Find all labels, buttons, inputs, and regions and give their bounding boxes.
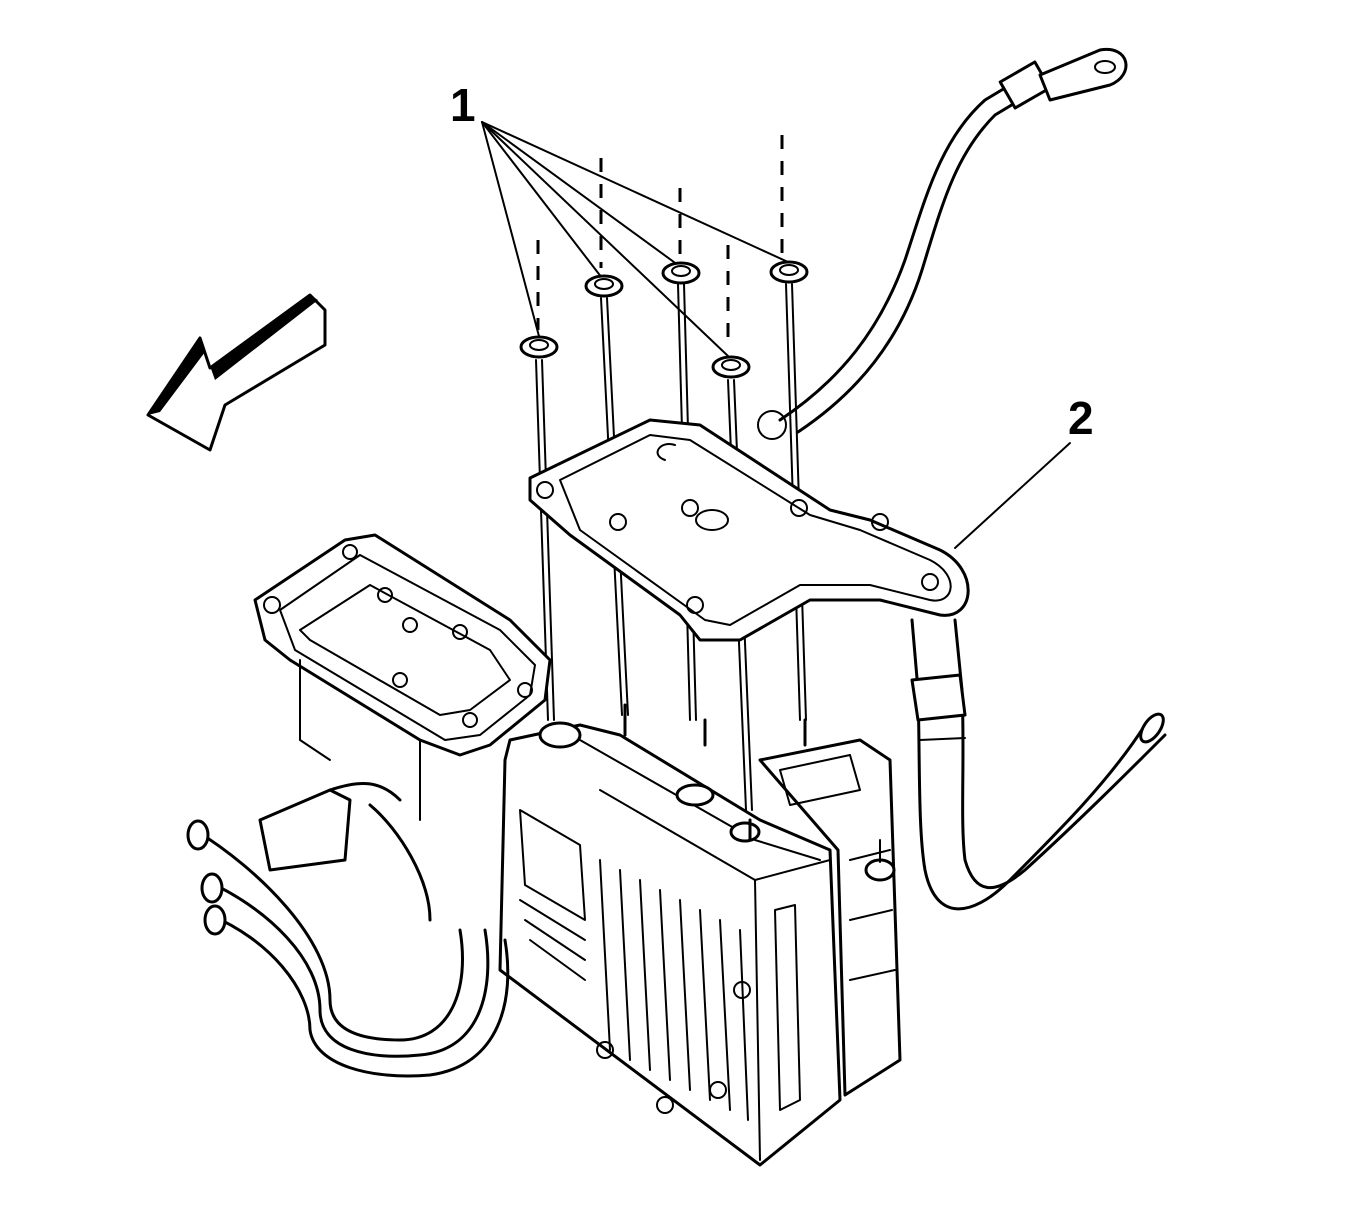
callout-2-label: 2 (1068, 392, 1094, 444)
coolant-hoses (186, 781, 510, 1078)
callout-2-leader (954, 442, 1071, 549)
nut-3 (661, 261, 701, 285)
studs (623, 703, 807, 842)
nut-2 (584, 274, 624, 298)
callout-1-label: 1 (450, 79, 476, 131)
left-tray (253, 533, 552, 821)
callout-1-leaders (481, 121, 789, 357)
direction-arrow-icon (146, 293, 327, 452)
cover (528, 418, 970, 642)
wire-harness-lower (910, 618, 1167, 911)
nut-1 (519, 335, 559, 359)
side-ribs (519, 809, 586, 981)
nut-5 (769, 260, 809, 284)
centerlines (536, 135, 784, 345)
nut-4 (711, 355, 751, 379)
rear-structure (758, 738, 902, 1097)
main-module-body (498, 721, 842, 1167)
cooling-fins (599, 859, 749, 1121)
wire-harness-upper (757, 47, 1128, 440)
